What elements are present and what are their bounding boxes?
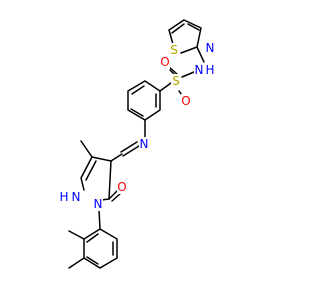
carbonyl-oxygen-label: O xyxy=(117,180,126,194)
bond-methyl xyxy=(80,140,93,158)
label-background xyxy=(160,55,170,69)
bond-pyrazolone-double xyxy=(85,160,97,181)
imine-nitrogen-label: N xyxy=(140,137,149,151)
atom-labels: S N N H S O O N H N N O xyxy=(59,41,214,211)
label-background xyxy=(59,190,69,204)
bond-aryl-ring xyxy=(83,228,118,269)
bond-carbonyl xyxy=(108,189,122,202)
bond-imine xyxy=(120,141,140,157)
thiazole-nitrogen-label: N xyxy=(206,41,215,55)
bond-benzene-double xyxy=(130,85,157,117)
bond-benzene xyxy=(127,80,161,121)
bond-pyrazolone xyxy=(80,156,112,202)
pyrazole-nh-nitrogen-label: N xyxy=(72,190,81,204)
label-background xyxy=(169,43,179,57)
label-background xyxy=(171,74,181,88)
pyrazole-nh-hydrogen-label: H xyxy=(59,190,68,204)
sulfonamide-nitrogen-label: N xyxy=(195,63,204,77)
label-backgrounds xyxy=(59,41,215,211)
thiazole-sulfur-label: S xyxy=(170,43,178,57)
bond-n-s xyxy=(181,71,195,78)
bond-s-ring xyxy=(159,82,172,92)
label-background xyxy=(205,63,215,77)
label-background xyxy=(139,137,149,151)
sulfonamide-hydrogen-label: H xyxy=(205,63,214,77)
pyrazole-n1-label: N xyxy=(94,197,103,211)
label-background xyxy=(93,197,103,211)
bond-thiazole-exo xyxy=(196,46,205,63)
bond-thiazole-double xyxy=(171,23,200,34)
sulfonyl-oxygen-bottom-label: O xyxy=(181,94,190,108)
bond-ch-c4 xyxy=(110,153,123,162)
bonds xyxy=(68,19,205,269)
label-background xyxy=(194,63,204,77)
bond-thiazole xyxy=(168,19,202,54)
label-background xyxy=(205,41,215,55)
bond-aryl-ring-double xyxy=(86,233,114,265)
label-background xyxy=(71,190,81,204)
chemical-structure: S N N H S O O N H N N O xyxy=(59,19,215,269)
bond-n-aryl xyxy=(98,209,101,230)
sulfonyl-sulfur-label: S xyxy=(172,74,180,88)
label-background xyxy=(181,94,191,108)
sulfonyl-oxygen-top-label: O xyxy=(160,55,169,69)
label-background xyxy=(117,180,127,194)
bond-aryl-methyls xyxy=(68,230,85,269)
